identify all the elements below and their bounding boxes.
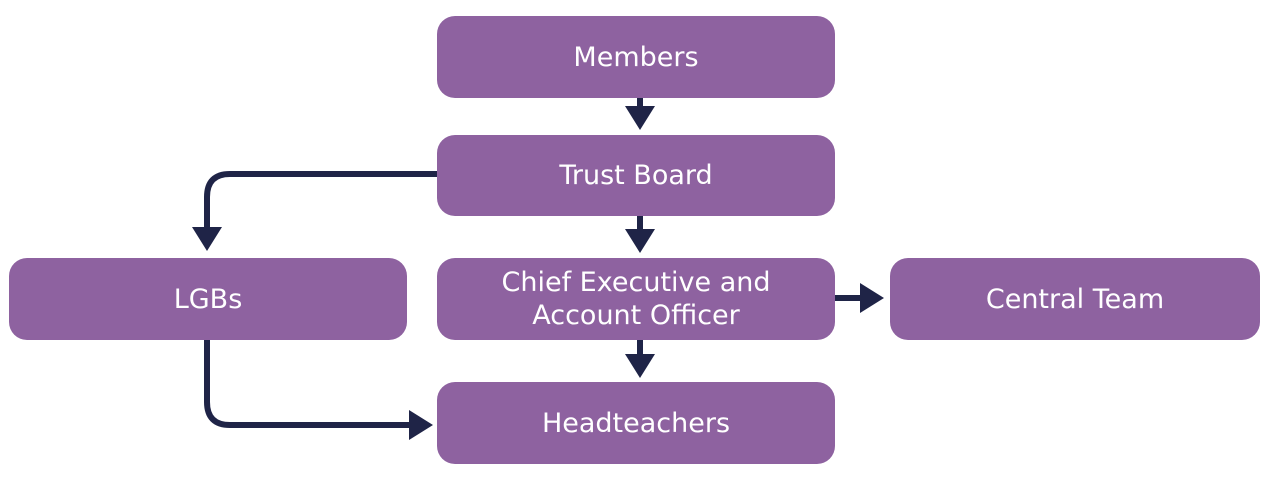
node-label: Members [573,41,699,73]
node-label: Trust Board [559,160,713,191]
arrow-trust-board-to-lgbs [192,171,437,251]
node-label: Headteachers [541,407,731,439]
node-central-team: Central Team [890,258,1260,340]
node-members: Members [437,16,835,98]
node-label: Central Team [985,283,1165,315]
node-label-line2: Account Officer [532,300,740,331]
node-trust-board: Trust Board [437,135,835,216]
node-label: LGBs [173,283,243,315]
arrow-lgbs-to-headteachers [204,340,433,440]
node-label-line1: Chief Executive and [501,267,771,298]
node-lgbs: LGBs [9,258,407,340]
node-headteachers: Headteachers [437,382,835,464]
